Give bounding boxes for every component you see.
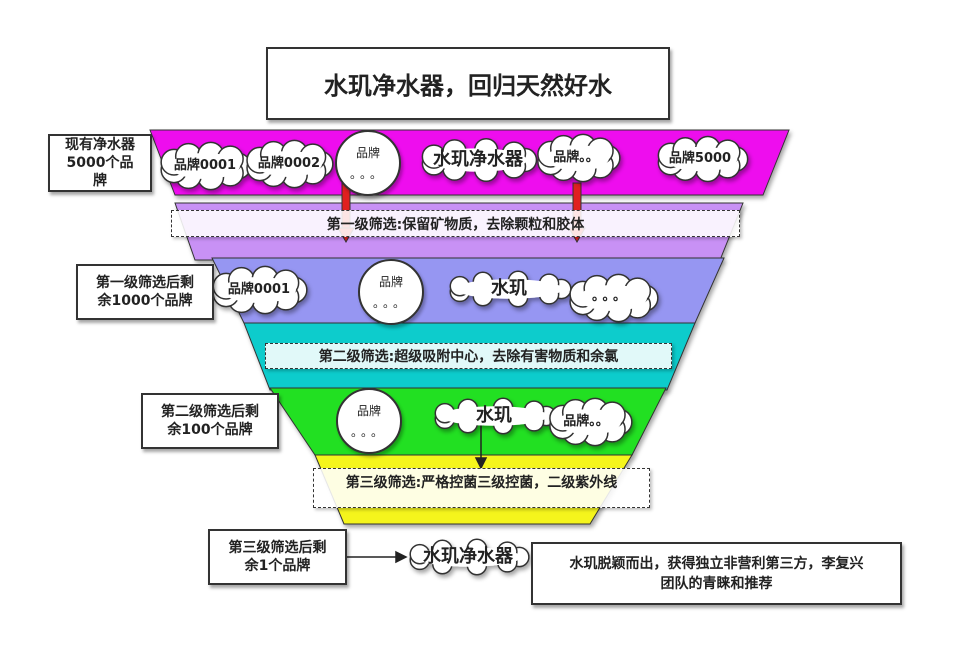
note-initial-line3: 牌 bbox=[93, 173, 107, 189]
tier2-etc: 。。。 bbox=[591, 289, 631, 304]
tier3-brand-etc: 品牌。。 bbox=[563, 414, 609, 429]
tier1-brand-etc-cloud bbox=[537, 133, 621, 183]
note-initial-brands: 现有净水器 5000个品 牌 bbox=[48, 134, 152, 192]
tier1-highlight-brand: 水玑净水器 bbox=[433, 149, 523, 170]
tier1-brand-0001-cloud bbox=[160, 141, 252, 191]
final-brand-cloud bbox=[409, 538, 530, 576]
tier1-brand-circle: 品牌 。。。 bbox=[335, 130, 401, 196]
stage3-label: 第三级筛选:严格控菌三级控菌，二级紫外线 bbox=[313, 468, 650, 508]
result-line2: 团队的青睐和推荐 bbox=[660, 575, 773, 592]
tier2-circle-dots: 。。。 bbox=[372, 296, 409, 310]
note-after-stage3: 第三级筛选后剩 余1个品牌 bbox=[208, 529, 347, 585]
stage1-label: 第一级筛选:保留矿物质，去除颗粒和胶体 bbox=[171, 210, 740, 237]
note-stage2-line1: 第二级筛选后剩 bbox=[161, 404, 259, 420]
tier2-circle-label: 品牌 bbox=[378, 275, 403, 289]
note-stage2-line2: 余100个品牌 bbox=[167, 422, 253, 438]
tier3-circle-label: 品牌 bbox=[356, 404, 381, 418]
tier2-etc-cloud bbox=[569, 273, 659, 323]
tier1-brand-0001: 品牌0001 bbox=[173, 158, 237, 173]
tier2-highlight-cloud bbox=[449, 270, 572, 308]
tier2-brand-0001: 品牌0001 bbox=[227, 282, 291, 297]
arrow-right-icon bbox=[347, 550, 408, 564]
note-stage3-line1: 第三级筛选后剩 bbox=[228, 540, 327, 556]
tier3-highlight-brand: 水玑 bbox=[476, 405, 512, 426]
tier1-circle-label: 品牌 bbox=[355, 146, 380, 160]
tier3-brand-etc-cloud bbox=[549, 397, 633, 447]
tier2-brand-0001-cloud bbox=[212, 265, 308, 315]
note-stage3-line2: 余1个品牌 bbox=[244, 558, 311, 574]
stage2-label: 第二级筛选:超级吸附中心，去除有害物质和余氯 bbox=[265, 343, 672, 369]
page-title: 水玑净水器，回归天然好水 bbox=[266, 47, 670, 120]
tier2-highlight-brand: 水玑 bbox=[491, 278, 527, 299]
tier2-brand-circle: 品牌 。。。 bbox=[358, 259, 424, 325]
tier1-brand-5000: 品牌5000 bbox=[668, 151, 732, 166]
tier1-brand-0002: 品牌0002 bbox=[257, 156, 321, 171]
result-note: 水玑脱颖而出，获得独立非营利第三方，李复兴 团队的青睐和推荐 bbox=[531, 542, 902, 605]
final-brand: 水玑净水器 bbox=[423, 546, 513, 567]
tier1-circle-dots: 。。。 bbox=[349, 167, 386, 181]
note-stage1-line1: 第一级筛选后剩 bbox=[96, 275, 194, 291]
tier3-circle-dots: 。。。 bbox=[350, 425, 387, 439]
tier1-brand-5000-cloud bbox=[657, 135, 749, 183]
note-initial-line2: 5000个品 bbox=[66, 155, 134, 171]
note-initial-line1: 现有净水器 bbox=[65, 137, 135, 153]
note-after-stage1: 第一级筛选后剩 余1000个品牌 bbox=[76, 264, 214, 320]
note-stage1-line2: 余1000个品牌 bbox=[97, 293, 193, 309]
tier3-brand-circle: 品牌 。。。 bbox=[336, 388, 402, 454]
tier1-brand-0002-cloud bbox=[246, 139, 334, 189]
result-line1: 水玑脱颖而出，获得独立非营利第三方，李复兴 bbox=[569, 555, 864, 572]
tier1-highlight-cloud bbox=[421, 137, 538, 183]
tier3-highlight-cloud bbox=[434, 397, 557, 435]
note-after-stage2: 第二级筛选后剩 余100个品牌 bbox=[141, 393, 279, 449]
tier1-brand-etc: 品牌。。 bbox=[553, 150, 599, 165]
